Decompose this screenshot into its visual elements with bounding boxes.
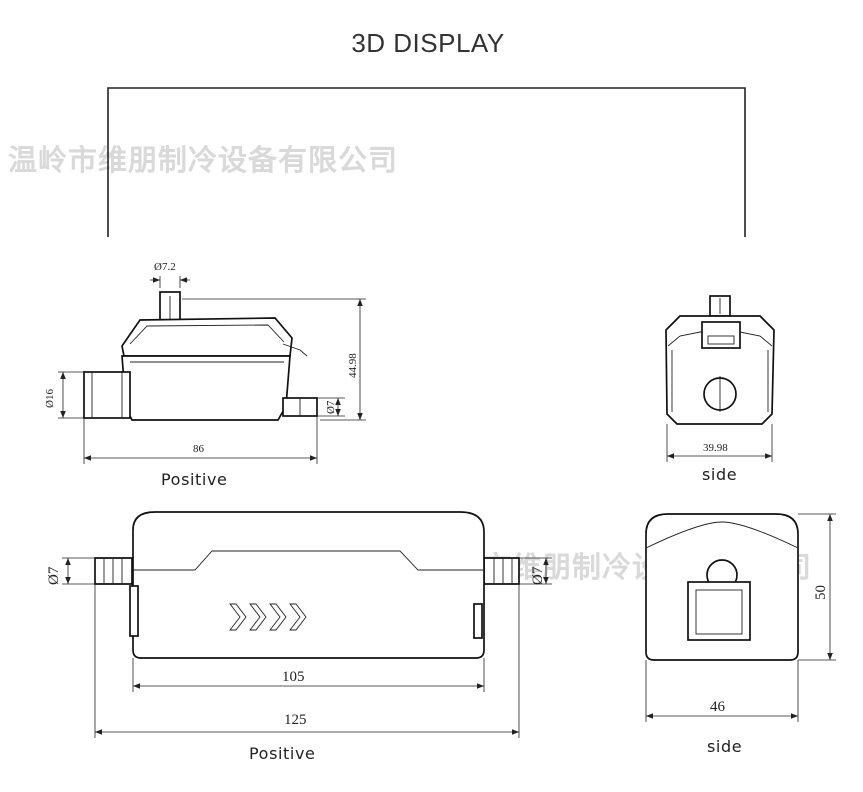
watermark-text-top: 温岭市维朋制冷设备有限公司: [8, 143, 398, 177]
top-side-caption: side: [702, 465, 737, 484]
top-positive-caption: Positive: [161, 470, 227, 489]
left-tab-shape: [129, 585, 139, 637]
lid-shape: [121, 317, 293, 357]
top-positive-view: Ø7.2 44.98 Ø16 Ø7 86 Positive: [44, 261, 366, 489]
dim-inlet-label: Ø16: [44, 389, 56, 408]
housing-shape: [132, 511, 485, 659]
dim-right-pipe-label: Ø7: [530, 566, 546, 585]
left-pipe-shape: [94, 557, 133, 585]
main-body-shape: [121, 355, 291, 421]
dim-side-width-label: 39.98: [703, 442, 728, 454]
right-pipe-shape: [483, 557, 520, 585]
dim-height-label: 44.98: [347, 353, 359, 378]
bottom-positive-caption: Positive: [249, 744, 315, 763]
bottom-side-view: 50 46 side: [645, 513, 836, 756]
side-body-shape: [665, 315, 775, 425]
bottom-positive-view: Ø7 Ø7 105 125 Positive: [46, 511, 552, 763]
dim-outlet-label: Ø7: [325, 400, 337, 414]
dim-total-length-label: 125: [284, 712, 307, 728]
header-bracket: [107, 87, 746, 237]
dim-left-pipe-label: Ø7: [46, 566, 62, 585]
inlet-pipe-shape: [83, 371, 131, 419]
bottom-side-caption: side: [707, 737, 742, 756]
right-tab-shape: [473, 603, 483, 639]
dim-side-height-label: 50: [813, 585, 829, 600]
dim-side-width-label: 46: [710, 699, 726, 715]
page-title: 3D DISPLAY: [351, 28, 505, 58]
dim-pipe-top-label: Ø7.2: [154, 261, 176, 273]
dim-length-label: 86: [193, 443, 205, 455]
top-side-view: 39.98 side: [665, 295, 775, 484]
side-window-shape: [687, 581, 751, 641]
dim-body-length-label: 105: [282, 669, 305, 685]
chevron-arrows-icon: [229, 603, 307, 631]
